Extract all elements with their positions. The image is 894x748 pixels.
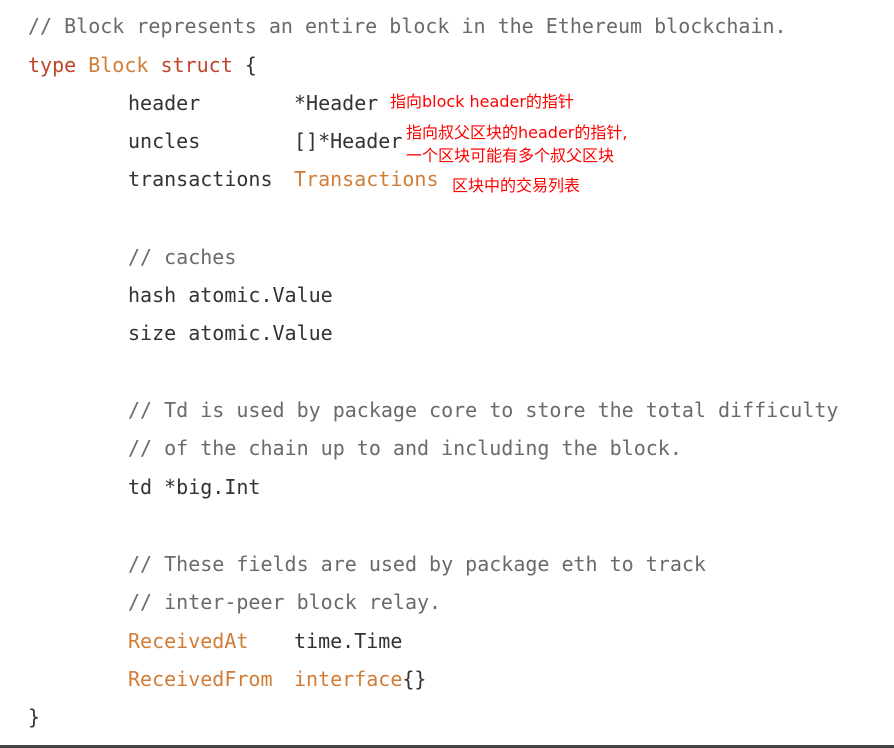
code-type-received-at: time.Time — [294, 622, 402, 660]
code-field-header: header — [128, 84, 200, 122]
code-comment-td-2: // of the chain up to and including the … — [128, 436, 682, 460]
code-field-td: td *big.Int — [128, 468, 260, 506]
code-type-header: *Header — [294, 84, 378, 122]
code-field-size: size atomic.Value — [128, 314, 333, 352]
bottom-border — [0, 745, 894, 748]
code-field-received-at: ReceivedAt — [128, 622, 248, 660]
keyword-type: type — [28, 53, 77, 77]
code-closing-brace: } — [28, 705, 41, 729]
code-type-received-from: interface{} — [294, 660, 426, 698]
field-type: time.Time — [294, 629, 403, 653]
field-type: *Header — [294, 91, 379, 115]
annotation-uncles-pointer-1: 指向叔父区块的header的指针, — [406, 123, 628, 142]
code-field-hash: hash atomic.Value — [128, 276, 333, 314]
field-name: header — [128, 91, 201, 115]
code-field-uncles: uncles — [128, 122, 200, 160]
code-field-transactions: transactions — [128, 160, 273, 198]
keyword-struct: struct — [160, 53, 233, 77]
open-brace: { — [244, 53, 257, 77]
empty-braces: {} — [402, 667, 427, 691]
field-type: *big.Int — [164, 475, 261, 499]
annotation-header-pointer: 指向block header的指针 — [390, 92, 574, 111]
code-type-uncles: []*Header — [294, 122, 402, 160]
code-comment-caches: // caches — [128, 245, 237, 269]
field-type: interface — [294, 667, 403, 691]
field-name: hash — [128, 283, 177, 307]
code-comment-block-description: // Block represents an entire block in t… — [28, 14, 787, 38]
field-type: atomic.Value — [188, 283, 333, 307]
code-line-type-declaration: type Block struct { — [28, 46, 257, 84]
field-name: ReceivedAt — [128, 629, 249, 653]
struct-name: Block — [88, 53, 149, 77]
code-type-transactions: Transactions — [294, 160, 439, 198]
field-name: ReceivedFrom — [128, 667, 273, 691]
code-comment-eth-2: // inter-peer block relay. — [128, 590, 442, 614]
field-name: size — [128, 321, 177, 345]
code-comment-eth-1: // These fields are used by package eth … — [128, 552, 706, 576]
field-name: uncles — [128, 129, 201, 153]
annotation-uncles-pointer-2: 一个区块可能有多个叔父区块 — [406, 146, 615, 165]
field-name: transactions — [128, 167, 273, 191]
code-comment-td-1: // Td is used by package core to store t… — [128, 398, 839, 422]
annotation-transactions-list: 区块中的交易列表 — [452, 176, 581, 195]
field-type: atomic.Value — [188, 321, 333, 345]
field-name: td — [128, 475, 153, 499]
code-field-received-from: ReceivedFrom — [128, 660, 273, 698]
field-type: Transactions — [294, 167, 439, 191]
field-type: []*Header — [294, 129, 403, 153]
